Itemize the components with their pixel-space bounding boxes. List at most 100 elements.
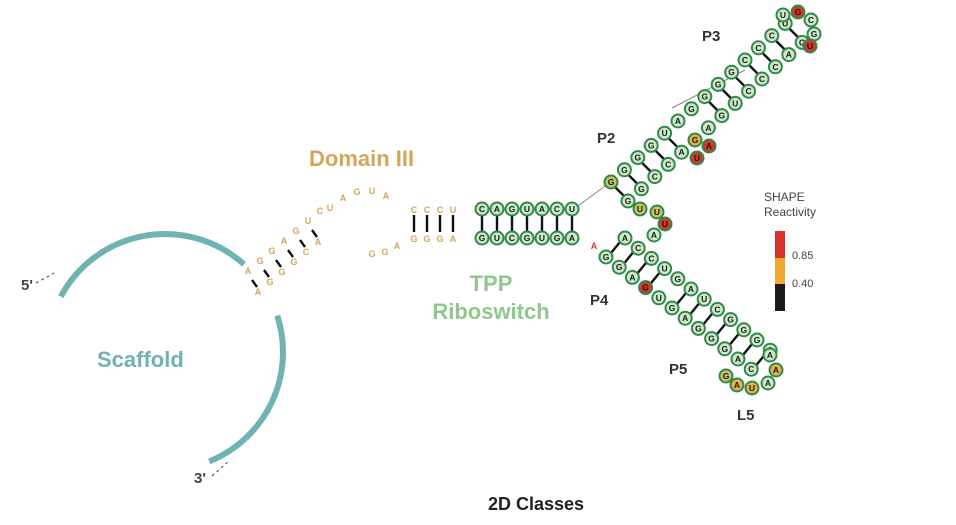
nucleotide-letter: C <box>479 204 485 214</box>
p5-nucleotide: A <box>683 281 699 297</box>
nucleotide-letter: U <box>569 204 575 214</box>
p4-nucleotide: C <box>630 240 646 256</box>
nucleotide-circle <box>750 40 766 56</box>
p5-nucleotide: A <box>677 310 693 326</box>
nucleotide-circle <box>564 230 580 246</box>
nucleotide-letter: G <box>648 140 655 150</box>
legend-swatch-mid <box>775 258 785 284</box>
nucleotide-letter: A <box>765 378 771 388</box>
shape-color-bar <box>775 231 785 311</box>
base-pair-bond <box>610 241 621 254</box>
legend-swatch-high <box>775 231 785 258</box>
nucleotide-letter: G <box>692 135 699 145</box>
p4-nucleotide: A <box>617 230 633 246</box>
nucleotide-letter: G <box>727 315 734 325</box>
p2-nucleotide: G <box>616 162 632 178</box>
nucleotide-letter: A <box>767 350 773 360</box>
nucleotide-letter: G <box>721 344 728 354</box>
nucleotide-circle <box>549 230 565 246</box>
nucleotide-letter: G <box>368 249 375 259</box>
nucleotide-letter: A <box>255 287 262 297</box>
nucleotide-circle <box>687 132 703 148</box>
p3-nucleotide: C <box>750 40 766 56</box>
nucleotide-letter: G <box>423 234 430 244</box>
scaffold-arc-upper <box>58 231 246 299</box>
p2-nucleotide: A <box>670 113 686 129</box>
junction-link <box>577 185 606 207</box>
nucleotide-letter: G <box>554 233 561 243</box>
nucleotide-circle <box>723 312 739 328</box>
nucleotide-letter: G <box>268 246 275 256</box>
p4-nucleotide: G <box>598 249 614 265</box>
nucleotide-circle <box>504 230 520 246</box>
nucleotide-letter: G <box>524 233 531 243</box>
nucleotide-letter: G <box>674 274 681 284</box>
p3-nucleotide: G <box>724 64 740 80</box>
nucleotide-circle <box>598 249 614 265</box>
junction-nucleotide: U <box>649 204 665 220</box>
nucleotide-circle <box>670 271 686 287</box>
nucleotide-circle <box>697 89 713 105</box>
nucleotide-letter: A <box>494 204 500 214</box>
nucleotide-letter: G <box>608 177 615 187</box>
nucleotide-letter: G <box>266 277 273 287</box>
l5-loop-nucleotide: A <box>768 362 784 378</box>
nucleotide-circle <box>519 230 535 246</box>
nucleotide-letter: G <box>754 335 761 345</box>
l5-loop-nucleotide: U <box>744 380 760 396</box>
p2-nucleotide: G <box>603 174 619 190</box>
nucleotide-letter: U <box>369 186 376 196</box>
nucleotide-circle <box>749 332 765 348</box>
base-pair-bond <box>774 39 786 51</box>
tpp-top-nucleotide: G <box>504 201 520 217</box>
base-pair-bond <box>263 269 270 278</box>
p5-nucleotide: U <box>696 291 712 307</box>
nucleotide-letter: A <box>773 365 779 375</box>
tpp-top-nucleotide: U <box>519 201 535 217</box>
p2-nucleotide: G <box>620 193 636 209</box>
tpp-bottom-nucleotide: G <box>549 230 565 246</box>
junction-nucleotide: A <box>646 227 662 243</box>
nucleotide-letter: C <box>714 304 720 314</box>
nucleotide-letter: U <box>807 41 813 51</box>
nucleotide-letter: G <box>509 204 516 214</box>
p3-nucleotide: G <box>714 108 730 124</box>
nucleotide-letter: C <box>769 31 775 41</box>
nucleotide-letter: A <box>734 380 740 390</box>
three-prime-label: 3' <box>194 470 206 487</box>
base-pair-bond <box>728 333 740 346</box>
nucleotide-circle <box>549 201 565 217</box>
tpp-bottom-nucleotide: C <box>504 230 520 246</box>
nucleotide-letter: C <box>755 43 761 53</box>
nucleotide-letter: G <box>811 29 818 39</box>
nucleotide-letter: C <box>808 15 814 25</box>
p3-loop-nucleotide: U <box>775 7 791 23</box>
nucleotide-letter: G <box>695 323 702 333</box>
base-pair-bond <box>715 322 727 336</box>
base-pair-bond <box>299 239 306 248</box>
base-pair-bond <box>788 27 800 39</box>
nucleotide-circle <box>803 12 819 28</box>
nucleotide-circle <box>603 174 619 190</box>
nucleotide-letter: C <box>509 233 515 243</box>
p5-nucleotide: G <box>704 331 720 347</box>
nucleotide-letter: U <box>305 216 312 226</box>
domain-iii-label: Domain III <box>309 146 415 171</box>
nucleotide-letter: G <box>603 252 610 262</box>
p2-nucleotide: C <box>660 156 676 172</box>
nucleotide-letter: C <box>652 172 658 182</box>
nucleotide-letter: A <box>629 272 635 282</box>
p5-nucleotide: A <box>730 351 746 367</box>
p5-nucleotide: G <box>736 322 752 338</box>
p4-nucleotide: G <box>670 271 686 287</box>
legend-swatch-low <box>775 284 785 311</box>
base-pair-bond <box>251 279 258 288</box>
p3-nucleotide: G <box>710 76 726 92</box>
base-pair-bond <box>627 173 639 185</box>
p2-nucleotide: A <box>700 120 716 136</box>
nucleotide-letter: G <box>642 283 649 293</box>
nucleotide-circle <box>710 76 726 92</box>
p2-nucleotide: G <box>643 137 659 153</box>
nucleotide-circle <box>474 201 490 217</box>
nucleotide-letter: C <box>748 364 754 374</box>
